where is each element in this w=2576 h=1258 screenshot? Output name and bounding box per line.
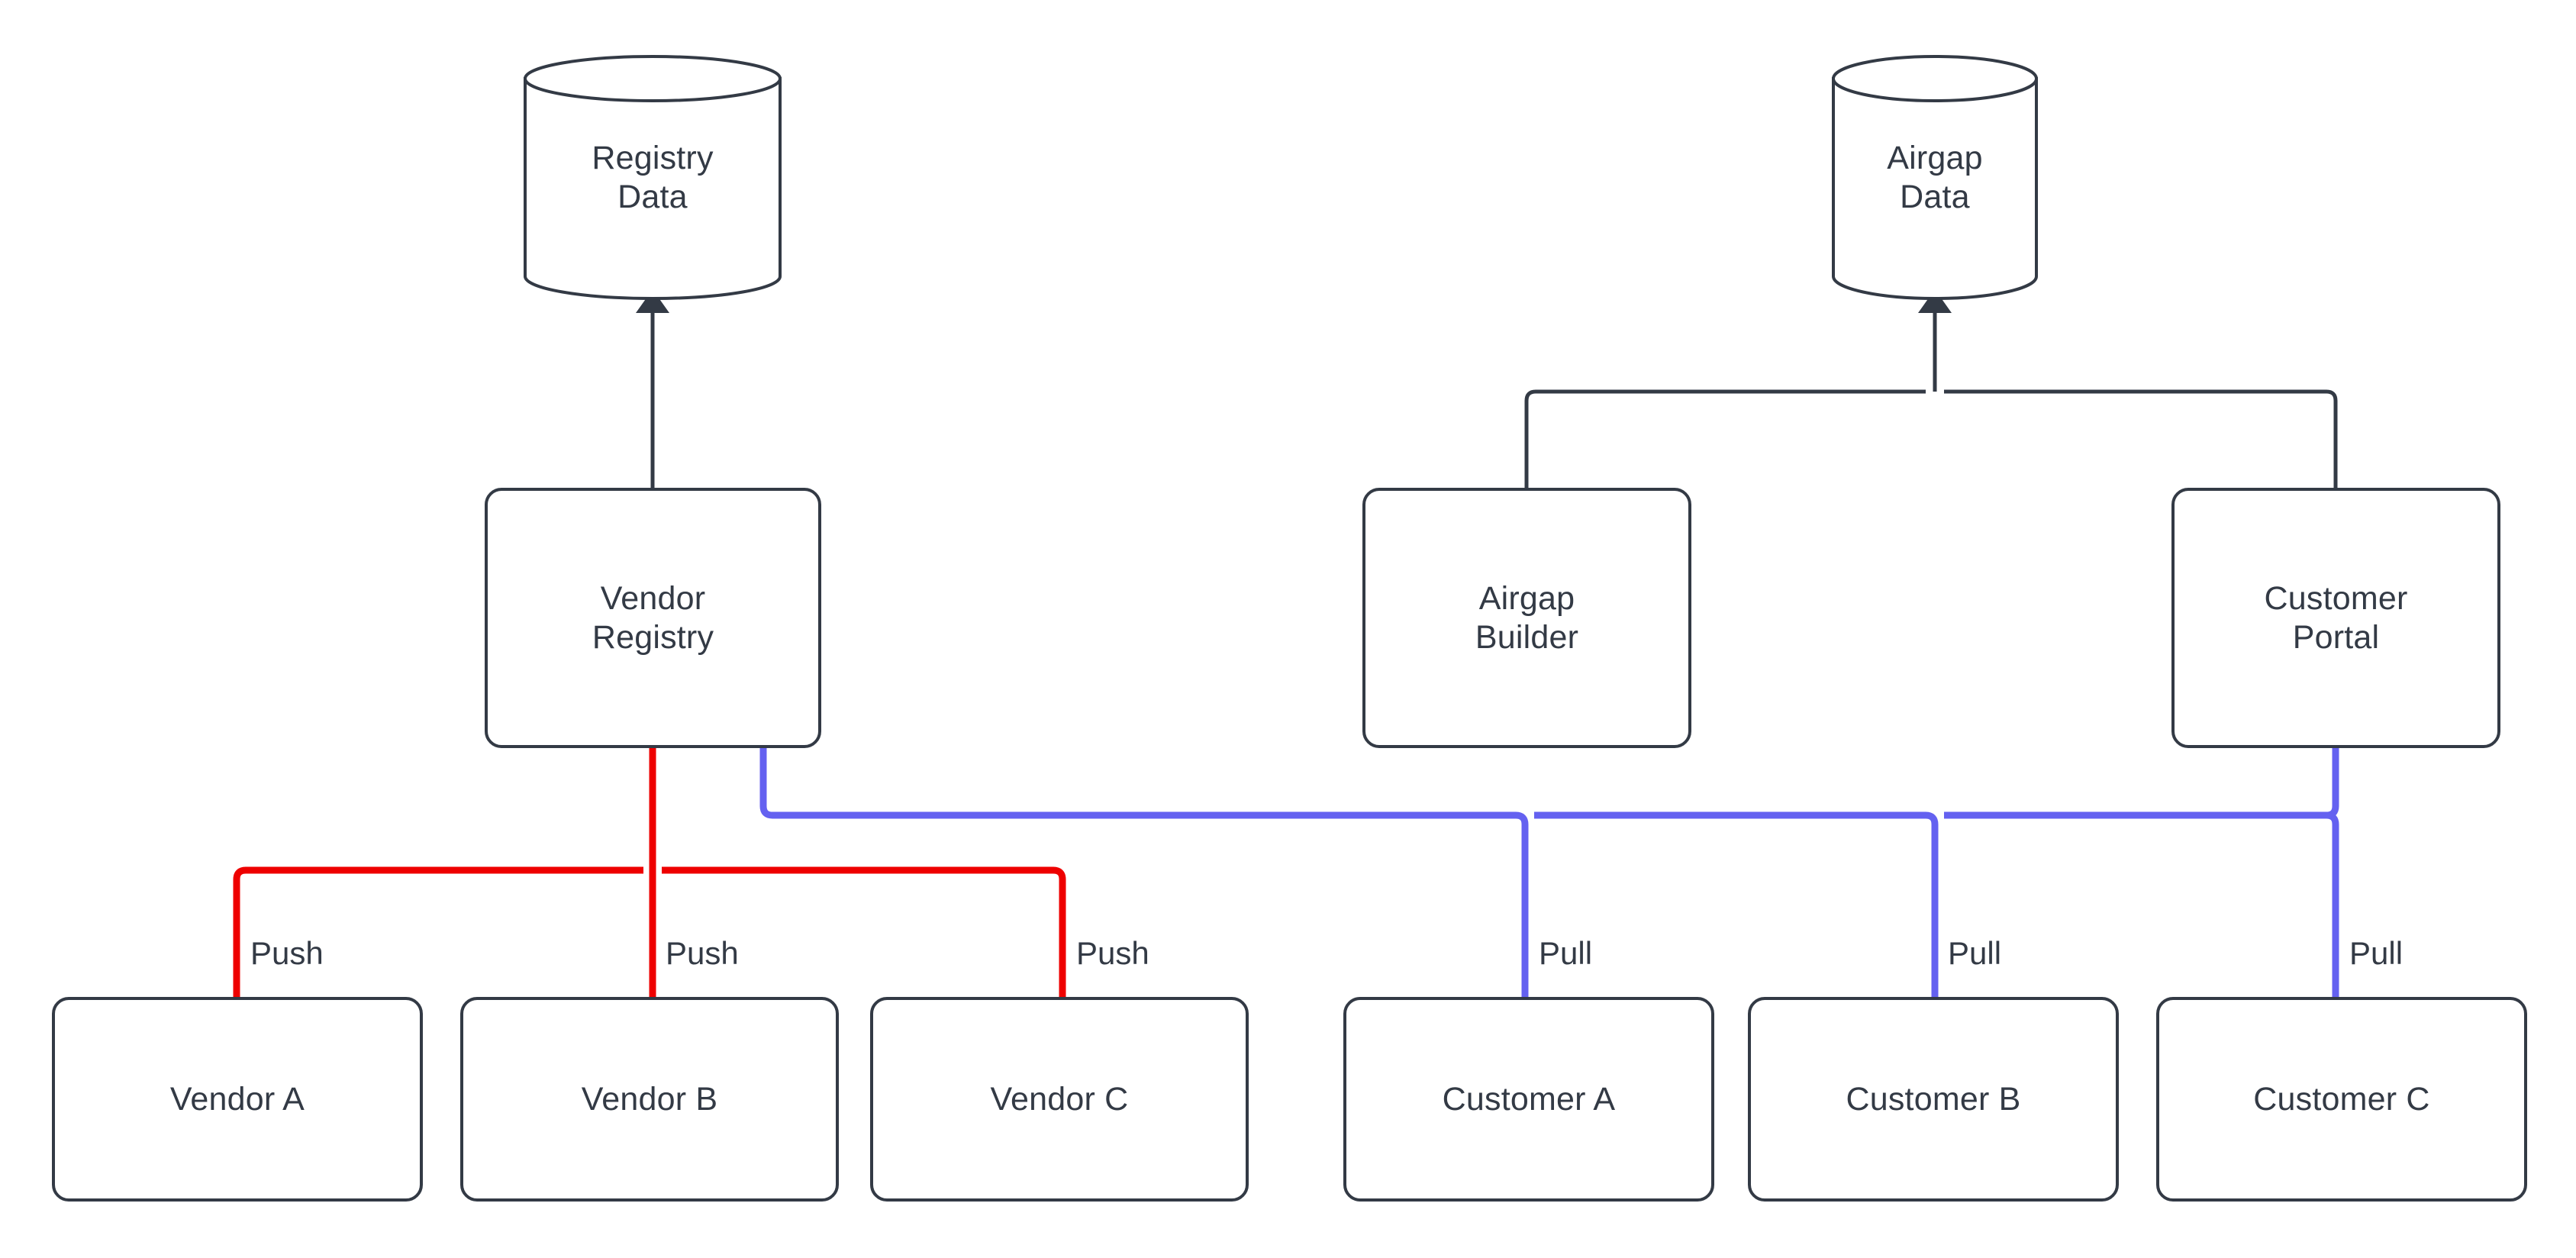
service-box-vendor-registry[interactable] (485, 488, 821, 748)
service-box-customer-portal[interactable] (2171, 488, 2500, 748)
datastore-edge-group (636, 289, 2338, 489)
registry-data-body (524, 77, 782, 300)
actor-box-vendor-a[interactable] (52, 997, 423, 1202)
pull-edge-customer-a (772, 811, 1529, 998)
edge-customer-portal-to-bus (1944, 389, 2338, 489)
actor-box-customer-b[interactable] (1748, 997, 2119, 1202)
push-edge-vendor-c (662, 866, 1066, 998)
pull-edge-group (737, 704, 2362, 998)
actor-box-customer-c[interactable] (2156, 997, 2527, 1202)
service-box-airgap-builder[interactable] (1362, 488, 1691, 748)
airgap-data-top (1832, 55, 2038, 102)
datastore-registry-data[interactable] (524, 55, 782, 300)
actor-box-vendor-c[interactable] (870, 997, 1249, 1202)
datastore-airgap-data[interactable] (1832, 55, 2038, 300)
pull-edge-customer-b (1534, 811, 1939, 998)
push-edge-group (233, 704, 1066, 998)
pull-edge-customer-c (1944, 811, 2339, 998)
actor-box-customer-a[interactable] (1343, 997, 1714, 1202)
airgap-data-body (1832, 77, 2038, 300)
pull-edge-to-customer-portal (2309, 704, 2362, 819)
pull-edge-to-vendor-registry (737, 704, 790, 819)
registry-data-top (524, 55, 782, 102)
edge-airgap-builder-to-bus (1524, 389, 1926, 489)
push-edge-vendor-a (233, 866, 643, 998)
actor-box-vendor-b[interactable] (460, 997, 839, 1202)
